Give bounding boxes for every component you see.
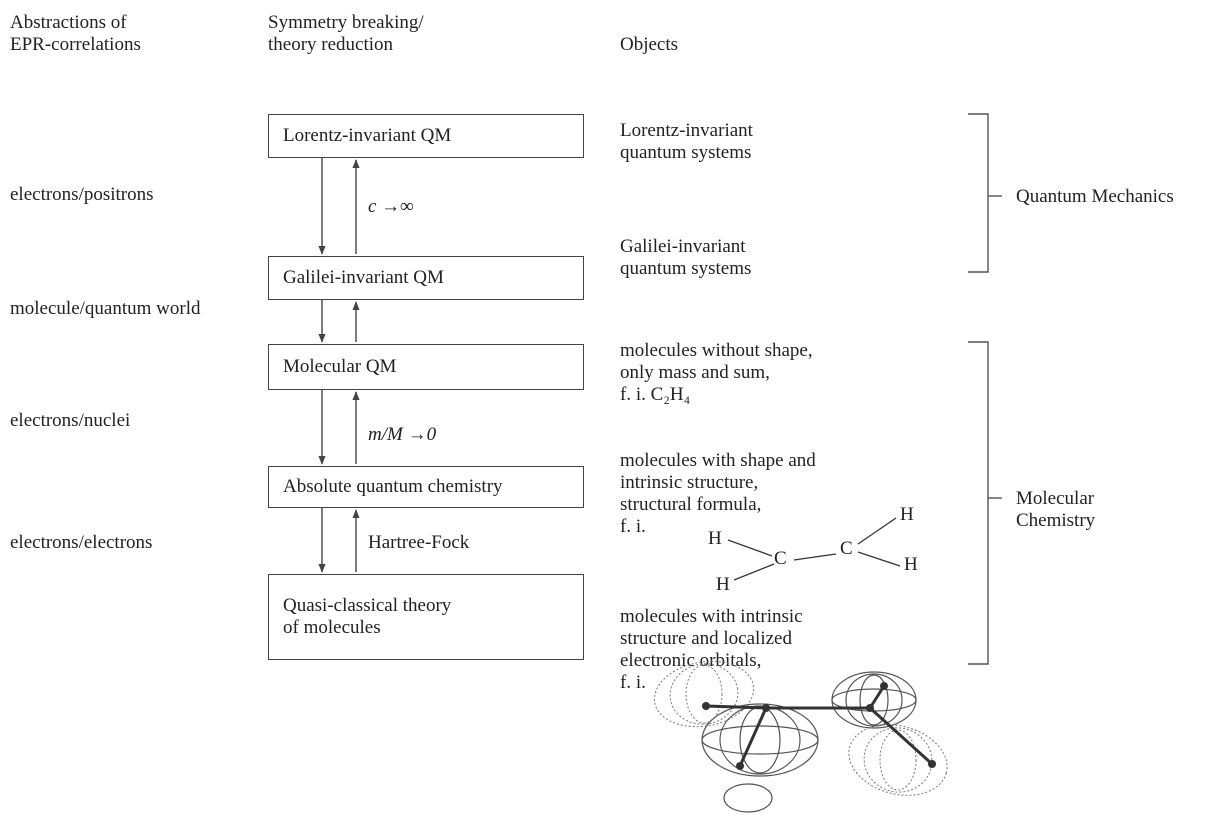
label-mass-ratio-limit: m/M →0 xyxy=(368,424,437,445)
atom-h-lower-left: H xyxy=(716,574,730,595)
box-absolute-quantum-chemistry: Absolute quantum chemistry xyxy=(268,466,584,508)
object-lorentz-quantum-systems: Lorentz-invariant quantum systems xyxy=(620,120,753,163)
header-symmetry-breaking: Symmetry breaking/ theory reduction xyxy=(268,12,424,55)
structural-bonds xyxy=(727,517,901,581)
box-molecular-qm: Molecular QM xyxy=(268,344,584,390)
bracket-label-quantum-mechanics: Quantum Mechanics xyxy=(1016,186,1174,207)
abstraction-molecule-quantum-world: molecule/quantum world xyxy=(10,298,201,319)
atom-h-upper-right: H xyxy=(900,504,914,525)
formula-c2h4: C₂H₄ xyxy=(650,384,691,405)
reduction-arrows xyxy=(318,158,360,573)
label-hartree-fock: Hartree-Fock xyxy=(368,532,470,553)
box-quasi-classical-theory: Quasi-classical theory of molecules xyxy=(268,574,584,660)
box-galilei-invariant-qm: Galilei-invariant QM xyxy=(268,256,584,300)
abstraction-electrons-nuclei: electrons/nuclei xyxy=(10,410,131,431)
header-objects: Objects xyxy=(620,34,679,55)
object-molecules-with-shape: molecules with shape and intrinsic struc… xyxy=(620,450,816,537)
object-molecules-without-shape: molecules without shape, only mass and s… xyxy=(620,340,813,405)
header-abstractions: Abstractions of EPR-correlations xyxy=(10,12,141,55)
atom-c-left: C xyxy=(774,548,787,569)
bracket-quantum-mechanics xyxy=(968,113,989,273)
abstraction-electrons-electrons: electrons/electrons xyxy=(10,532,153,553)
label-c-limit: c →∞ xyxy=(368,196,414,217)
object-molecules-localized-orbitals: molecules with intrinsic structure and l… xyxy=(620,606,803,693)
atom-c-right: C xyxy=(840,538,853,559)
object-galilei-quantum-systems: Galilei-invariant quantum systems xyxy=(620,236,752,279)
abstraction-electrons-positrons: electrons/positrons xyxy=(10,184,154,205)
atom-h-lower-right: H xyxy=(904,554,918,575)
bracket-molecular-chemistry xyxy=(968,341,989,665)
atom-h-upper-left: H xyxy=(708,528,722,549)
bracket-label-molecular-chemistry: Molecular Chemistry xyxy=(1016,488,1096,531)
orbital-molecule-illustration xyxy=(653,660,948,813)
box-lorentz-invariant-qm: Lorentz-invariant QM xyxy=(268,114,584,158)
